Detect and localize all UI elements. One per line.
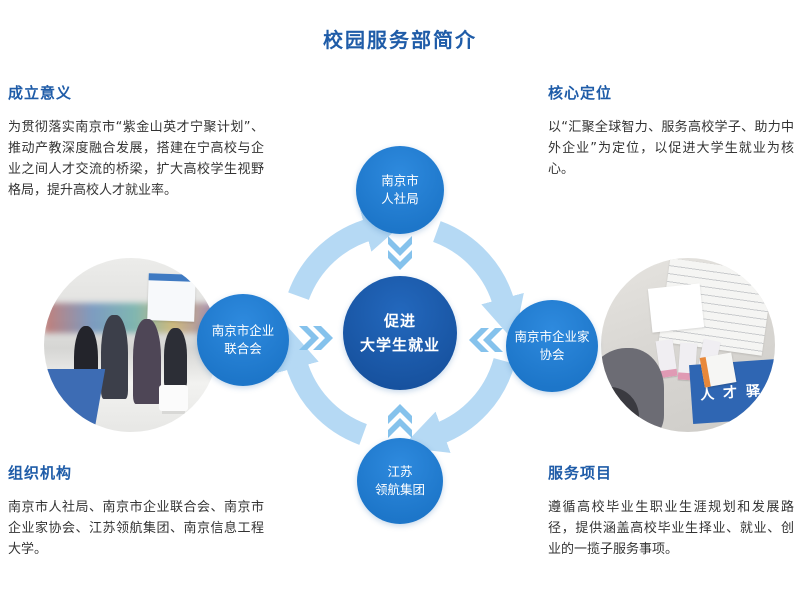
- section-body-services: 遵循高校毕业生职业生涯规划和发展路径，提供涵盖高校毕业生择业、就业、创业的一揽子…: [548, 500, 794, 558]
- diagram-node-entrepreneurs-association: 南京市企业家 协会: [506, 300, 598, 392]
- photo-left-booth-table: [44, 369, 105, 429]
- diagram-node-hr-bureau: 南京市 人社局: [356, 146, 444, 234]
- section-heading-core: 核心定位: [548, 84, 613, 102]
- diagram-node-enterprise-federation: 南京市企业 联合会: [197, 294, 289, 386]
- diagram-node-hr-bureau-label: 南京市 人社局: [381, 172, 419, 206]
- cycle-arc-bottom-right: [401, 357, 515, 453]
- photo-brochure-table: 人才驿: [601, 258, 775, 432]
- photo-left-person-silhouette: [132, 318, 161, 405]
- cycle-arc-top-right: [432, 221, 524, 342]
- diagram-node-enterprise-federation-label: 南京市企业 联合会: [211, 322, 275, 356]
- section-body-core: 以“汇聚全球智力、服务高校学子、助力中外企业”为定位，以促进大学生就业为核心。: [548, 120, 794, 178]
- section-heading-services: 服务项目: [548, 464, 613, 482]
- photo-left-chair: [158, 385, 189, 412]
- chevron-down-icon: [388, 236, 412, 270]
- photo-right-paper: [647, 283, 705, 332]
- diagram-node-center-goal-label: 促进 大学生就业: [359, 312, 440, 354]
- diagram-node-entrepreneurs-association-label: 南京市企业家 协会: [514, 328, 590, 362]
- diagram-node-linghang-group-label: 江苏 领航集团: [374, 463, 425, 497]
- diagram-node-linghang-group: 江苏 领航集团: [357, 438, 443, 524]
- section-heading-organization: 组织机构: [8, 464, 73, 482]
- chevron-right-icon: [299, 326, 333, 350]
- cycle-arc-bottom-left: [276, 324, 368, 445]
- photo-job-fair: [44, 258, 218, 432]
- section-services: 服务项目 遵循高校毕业生职业生涯规划和发展路径，提供涵盖高校毕业生择业、就业、创…: [548, 462, 794, 560]
- section-body-organization: 南京市人社局、南京市企业联合会、南京市企业家协会、江苏领航集团、南京信息工程大学…: [8, 500, 264, 558]
- section-heading-founding: 成立意义: [8, 84, 73, 102]
- section-body-founding: 为贯彻落实南京市“紫金山英才宁聚计划”、推动产教深度融合发展，搭建在宁高校与企业…: [8, 120, 264, 199]
- photo-left-poster: [147, 272, 197, 322]
- section-organization: 组织机构 南京市人社局、南京市企业联合会、南京市企业家协会、江苏领航集团、南京信…: [8, 462, 264, 560]
- diagram-node-center-goal: 促进 大学生就业: [343, 276, 457, 390]
- page-title: 校园服务部简介: [323, 28, 477, 52]
- photo-left-person-silhouette: [101, 315, 128, 399]
- chevron-left-icon: [469, 328, 503, 352]
- photo-left-person-silhouette: [164, 327, 187, 389]
- section-core-positioning: 核心定位 以“汇聚全球智力、服务高校学子、助力中外企业”为定位，以促进大学生就业…: [548, 82, 794, 180]
- cycle-arc-top-left: [288, 209, 409, 301]
- photo-right-brochure: [699, 352, 737, 388]
- chevron-up-icon: [388, 404, 412, 438]
- section-founding: 成立意义 为贯彻落实南京市“紫金山英才宁聚计划”、推动产教深度融合发展，搭建在宁…: [8, 82, 264, 201]
